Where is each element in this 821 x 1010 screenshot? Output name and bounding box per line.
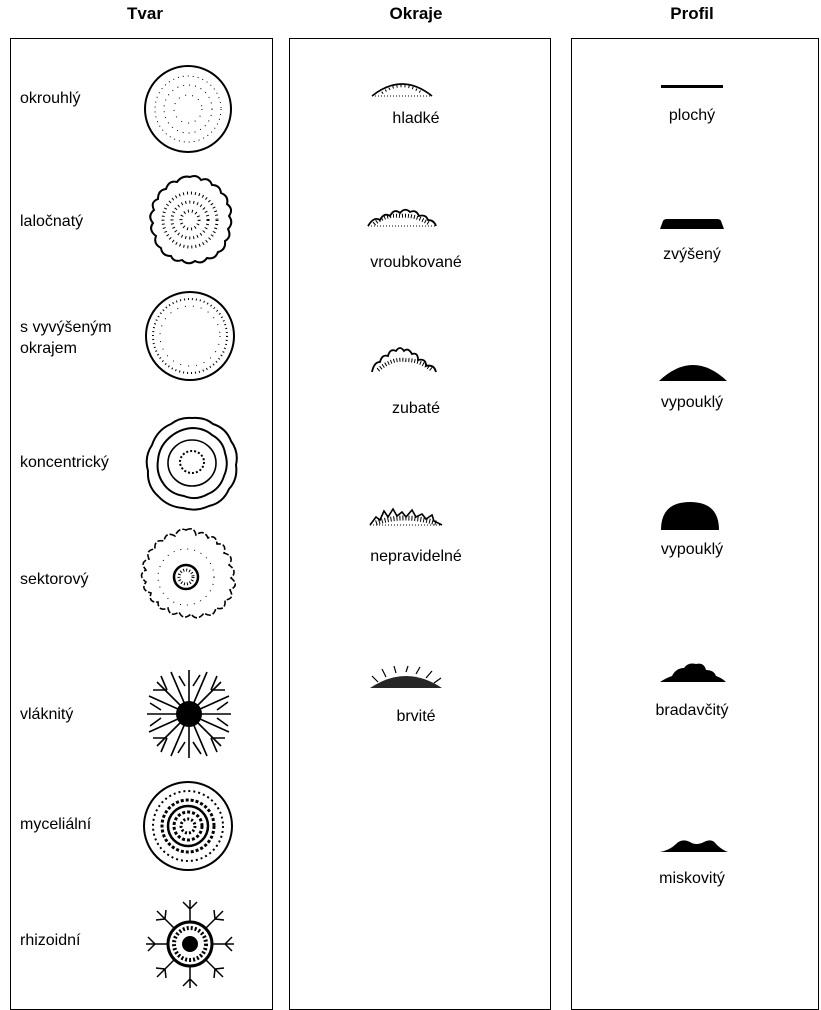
lobate-colony-icon [145,174,235,268]
profile-label-convex: vypouklý [592,392,792,414]
flat-profile-icon [661,84,723,90]
filamentous-colony-icon [145,668,233,760]
dentate-edge-icon [370,346,440,374]
irregular-edge-icon [368,505,444,527]
ciliate-edge-icon [368,666,444,690]
rhizoid-colony-icon [143,897,237,991]
crenate-edge-icon [366,206,438,228]
umbonate-profile-icon [660,662,726,682]
edge-label-ciliate: brvité [316,706,516,728]
raised-margin-colony-icon [144,290,236,382]
profile-label-umbonate: bradavčitý [592,700,792,722]
edge-label-smooth: hladké [316,108,516,130]
convex-profile-icon [659,359,727,381]
round-colony-icon [142,63,234,155]
shape-label-sectored: sektorový [20,569,88,591]
shape-label-raised-margin-line1: s vyvýšeným [20,317,112,339]
profile-label-pulvinate: vypouklý [592,539,792,561]
sectored-colony-icon [134,526,242,624]
shape-label-rhizoid: rhizoidní [20,930,80,952]
raised-profile-icon [660,219,724,229]
column-title-profile: Profil [592,4,792,24]
shape-label-raised-margin-line2: okrajem [20,338,77,360]
profile-label-flat: plochý [592,105,792,127]
shape-label-mycelial: myceliální [20,814,91,836]
column-title-shape: Tvar [45,4,245,24]
profile-label-raised: zvýšený [592,244,792,266]
crateriform-profile-icon [660,838,728,852]
profile-label-crateriform: miskovitý [592,868,792,890]
edge-label-dentate: zubaté [316,398,516,420]
shape-label-concentric: koncentrický [20,452,109,474]
concentric-colony-icon [143,415,241,513]
smooth-edge-icon [370,78,434,98]
edge-label-crenate: vroubkované [316,252,516,274]
column-title-edge: Okraje [316,4,516,24]
pulvinate-profile-icon [661,502,719,530]
edge-label-irregular: nepravidelné [316,546,516,568]
shape-label-lobate: laločnatý [20,211,83,233]
shape-label-round: okrouhlý [20,88,80,110]
mycelial-colony-icon [142,780,234,872]
shape-label-filamentous: vláknitý [20,704,73,726]
